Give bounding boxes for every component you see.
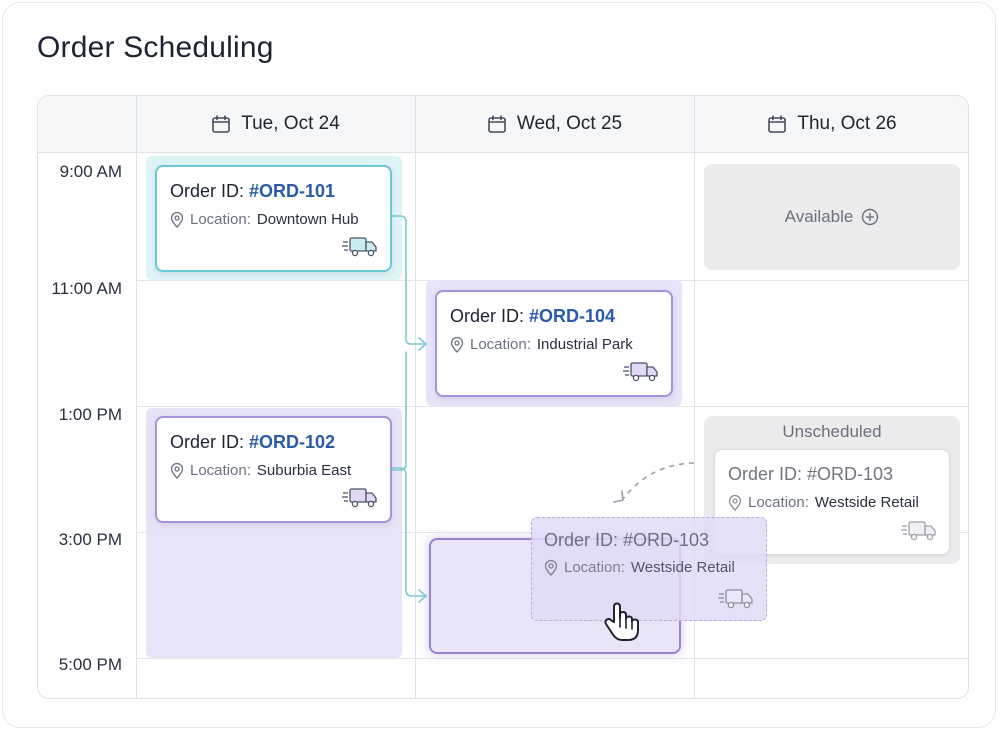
available-slot[interactable]: Available	[704, 164, 960, 270]
order-id-prefix: Order ID:	[170, 181, 250, 201]
time-label: 3:00 PM	[58, 530, 122, 549]
unscheduled-label: Unscheduled	[782, 422, 882, 441]
order-id-prefix: Order ID:	[170, 432, 250, 452]
plus-circle-icon[interactable]	[861, 208, 879, 226]
location-pin-icon	[170, 462, 184, 479]
delivery-truck-icon	[901, 521, 936, 541]
location-value: Westside Retail	[814, 494, 919, 511]
order-location: Location: Westside Retail	[544, 559, 735, 576]
delivery-truck-icon	[342, 488, 377, 508]
order-id-prefix: Order ID:	[450, 306, 530, 326]
order-location: Location: Industrial Park	[450, 336, 633, 353]
order-card-ord-102[interactable]: Order ID: #ORD-102 Location: Suburbia Ea…	[155, 416, 392, 523]
order-title: Order ID: #ORD-103	[728, 464, 893, 485]
location-pin-icon	[728, 494, 742, 511]
order-card-ord-101[interactable]: Order ID: #ORD-101 Location: Downtown Hu…	[155, 165, 392, 272]
order-id: #ORD-103	[807, 464, 894, 484]
time-label: 1:00 PM	[58, 405, 122, 424]
grid-divider	[694, 96, 695, 698]
order-id: #ORD-102	[249, 432, 336, 452]
time-label: 5:00 PM	[58, 655, 122, 674]
time-label: 11:00 AM	[51, 279, 122, 298]
location-value: Suburbia East	[256, 462, 352, 479]
order-title: Order ID: #ORD-102	[170, 432, 335, 453]
location-value: Westside Retail	[630, 559, 735, 576]
location-label: Location:	[470, 336, 531, 353]
time-label: 9:00 AM	[59, 162, 122, 181]
order-title: Order ID: #ORD-101	[170, 181, 335, 202]
location-pin-icon	[450, 336, 464, 353]
grid-divider	[136, 658, 968, 659]
delivery-truck-icon	[342, 237, 377, 257]
day-label: Tue, Oct 24	[241, 113, 340, 134]
order-id: #ORD-104	[529, 306, 616, 326]
grid-divider	[136, 406, 968, 407]
calendar-header	[38, 96, 968, 153]
schedule-calendar: Tue, Oct 24 Wed, Oct 25 Thu, Oct 26	[37, 95, 969, 699]
hand-cursor-icon	[604, 602, 639, 641]
location-value: Downtown Hub	[256, 211, 359, 228]
order-id-prefix: Order ID:	[728, 464, 808, 484]
delivery-truck-icon	[718, 589, 753, 609]
calendar-icon	[768, 115, 787, 133]
order-location: Location: Downtown Hub	[170, 211, 359, 228]
location-label: Location:	[190, 211, 251, 228]
order-card-ord-104[interactable]: Order ID: #ORD-104 Location: Industrial …	[435, 290, 673, 397]
page-title: Order Scheduling	[37, 31, 274, 64]
order-title: Order ID: #ORD-104	[450, 306, 615, 327]
order-location: Location: Suburbia East	[170, 462, 351, 479]
calendar-icon	[488, 115, 506, 133]
dragging-order-title: Order ID: #ORD-103	[544, 530, 710, 550]
available-label: Available	[784, 207, 854, 226]
location-label: Location:	[190, 462, 251, 479]
order-location: Location: Westside Retail	[728, 494, 919, 511]
day-label: Thu, Oct 26	[797, 113, 897, 134]
day-header-tue[interactable]: Tue, Oct 24	[136, 96, 415, 152]
day-label: Wed, Oct 25	[516, 113, 623, 134]
delivery-truck-icon	[623, 362, 658, 382]
grid-divider	[415, 96, 416, 698]
location-label: Location:	[564, 559, 625, 576]
day-header-thu[interactable]: Thu, Oct 26	[694, 96, 968, 152]
location-label: Location:	[748, 494, 809, 511]
day-header-wed[interactable]: Wed, Oct 25	[415, 96, 694, 152]
dragging-order-card[interactable]: Order ID: #ORD-103 Location: Westside Re…	[531, 517, 767, 621]
location-value: Industrial Park	[536, 336, 633, 353]
order-id: #ORD-101	[249, 181, 336, 201]
location-pin-icon	[544, 559, 558, 576]
location-pin-icon	[170, 211, 184, 228]
grid-divider	[136, 96, 137, 698]
calendar-icon	[212, 115, 231, 133]
